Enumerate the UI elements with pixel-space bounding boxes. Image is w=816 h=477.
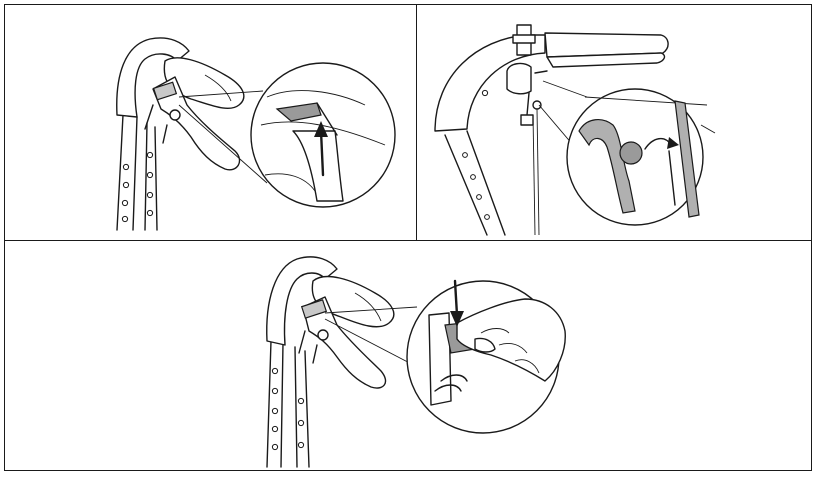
brake-lever-lock-lift-icon	[116, 37, 396, 231]
arrow-down-icon	[450, 279, 464, 327]
brake-lever-lock-press-icon	[266, 256, 566, 468]
panel-lever-lock-lift	[4, 4, 418, 242]
panel-cable-housing	[416, 4, 812, 242]
cable-nipple	[619, 141, 643, 165]
brake-cable-housing-icon	[434, 24, 716, 236]
frame-holes	[271, 367, 305, 451]
panel-lever-lock-press	[4, 240, 812, 471]
lever-lock-tab	[275, 102, 322, 122]
arrow-up-icon	[314, 121, 328, 177]
frame-holes	[121, 151, 154, 223]
frame-holes	[462, 89, 490, 220]
